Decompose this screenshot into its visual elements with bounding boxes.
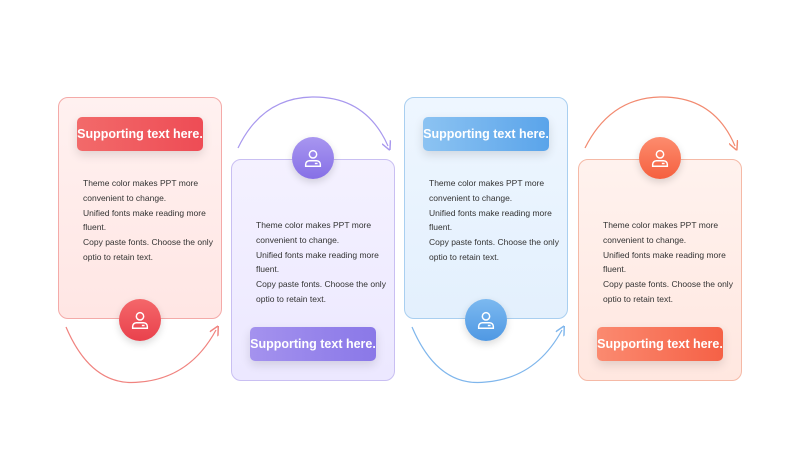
step-card-3: Supporting text here. Theme color makes … [404, 97, 568, 319]
step-1-line-1: Theme color makes PPT more convenient to… [83, 178, 199, 203]
step-3-line-2: Unified fonts make reading more fluent. [429, 207, 552, 233]
step-4-text: Theme color makes PPT more convenient to… [603, 218, 733, 307]
step-4-line-1: Theme color makes PPT more convenient to… [603, 220, 719, 245]
step-3-label: Supporting text here. [423, 117, 549, 151]
step-2-label: Supporting text here. [250, 327, 376, 361]
user-icon [639, 137, 681, 179]
step-1-line-2: Unified fonts make reading more fluent. [83, 207, 206, 233]
step-4-label: Supporting text here. [597, 327, 723, 361]
step-2-line-3: Copy paste fonts. Choose the only optio … [256, 279, 386, 304]
step-card-4: Theme color makes PPT more convenient to… [578, 159, 742, 381]
step-4-line-3: Copy paste fonts. Choose the only optio … [603, 279, 733, 304]
user-icon [465, 299, 507, 341]
step-3-text: Theme color makes PPT more convenient to… [429, 176, 559, 265]
user-icon [119, 299, 161, 341]
step-3-line-1: Theme color makes PPT more convenient to… [429, 178, 545, 203]
user-icon [292, 137, 334, 179]
step-1-label: Supporting text here. [77, 117, 203, 151]
step-card-2: Theme color makes PPT more convenient to… [231, 159, 395, 381]
step-1-line-3: Copy paste fonts. Choose the only optio … [83, 237, 213, 262]
step-4-line-2: Unified fonts make reading more fluent. [603, 249, 726, 275]
step-3-line-3: Copy paste fonts. Choose the only optio … [429, 237, 559, 262]
step-2-text: Theme color makes PPT more convenient to… [256, 218, 386, 307]
step-2-line-2: Unified fonts make reading more fluent. [256, 249, 379, 275]
step-card-1: Supporting text here. Theme color makes … [58, 97, 222, 319]
step-2-line-1: Theme color makes PPT more convenient to… [256, 220, 372, 245]
step-1-text: Theme color makes PPT more convenient to… [83, 176, 213, 265]
